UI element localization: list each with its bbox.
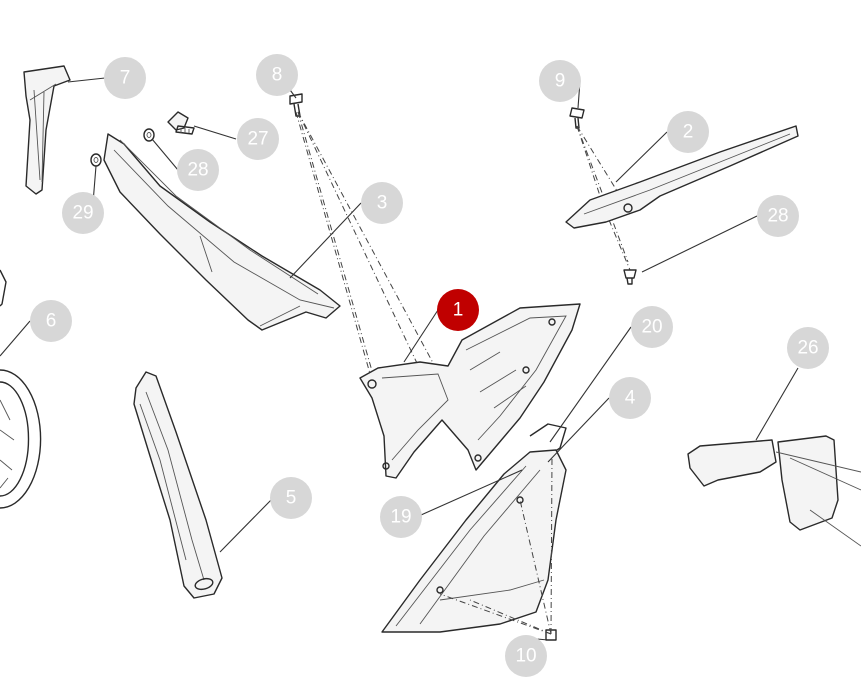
callout-27[interactable]: 27 [237, 118, 279, 160]
part-1-main-bracket[interactable] [359, 303, 581, 479]
assembly-lines-10 [439, 455, 553, 635]
callout-7[interactable]: 7 [104, 57, 146, 99]
svg-text:2: 2 [683, 122, 694, 143]
svg-text:9: 9 [555, 71, 566, 92]
callout-19[interactable]: 19 [380, 496, 422, 538]
svg-text:6: 6 [46, 311, 57, 332]
svg-text:7: 7 [120, 68, 131, 89]
svg-text:3: 3 [377, 193, 388, 214]
callout-28-left[interactable]: 28 [177, 149, 219, 191]
part-2-chain-guard[interactable] [565, 125, 799, 229]
part-26-flap[interactable] [687, 435, 861, 547]
assembly-lines-9 [576, 125, 631, 271]
callout-1[interactable]: 1 [437, 289, 479, 331]
callout-9[interactable]: 9 [539, 60, 581, 102]
part-28-screw-right[interactable] [623, 269, 637, 285]
svg-text:28: 28 [187, 160, 208, 181]
callout-26[interactable]: 26 [787, 327, 829, 369]
part-27-screw[interactable] [167, 111, 195, 135]
callout-3[interactable]: 3 [361, 182, 403, 224]
part-3-side-cover[interactable] [103, 133, 341, 331]
svg-text:8: 8 [272, 65, 283, 86]
callout-5[interactable]: 5 [270, 477, 312, 519]
callout-8[interactable]: 8 [256, 54, 298, 96]
svg-text:28: 28 [767, 206, 788, 227]
svg-text:5: 5 [286, 488, 297, 509]
callout-6[interactable]: 6 [30, 300, 72, 342]
part-8-screw[interactable] [289, 93, 303, 117]
svg-text:1: 1 [453, 300, 464, 321]
svg-text:29: 29 [72, 203, 93, 224]
part-10-screw[interactable] [545, 629, 557, 641]
svg-text:27: 27 [247, 129, 268, 150]
part-28-washer-left[interactable] [143, 128, 155, 142]
callout-20[interactable]: 20 [631, 306, 673, 348]
svg-text:20: 20 [641, 317, 662, 338]
part-5-swing-arm[interactable] [133, 371, 223, 599]
callout-2[interactable]: 2 [667, 111, 709, 153]
svg-text:4: 4 [625, 388, 636, 409]
svg-text:19: 19 [390, 507, 411, 528]
part-9-screw[interactable] [569, 107, 585, 129]
callout-4[interactable]: 4 [609, 377, 651, 419]
svg-text:10: 10 [515, 646, 536, 667]
part-29-washer[interactable] [90, 153, 102, 167]
callout-29[interactable]: 29 [62, 192, 104, 234]
part-7-bracket[interactable] [23, 65, 71, 195]
part-6-wheel[interactable] [0, 269, 42, 509]
callout-28-right[interactable]: 28 [757, 195, 799, 237]
part-4-lower-guard[interactable] [381, 449, 567, 633]
svg-text:26: 26 [797, 338, 818, 359]
callout-10[interactable]: 10 [505, 635, 547, 677]
